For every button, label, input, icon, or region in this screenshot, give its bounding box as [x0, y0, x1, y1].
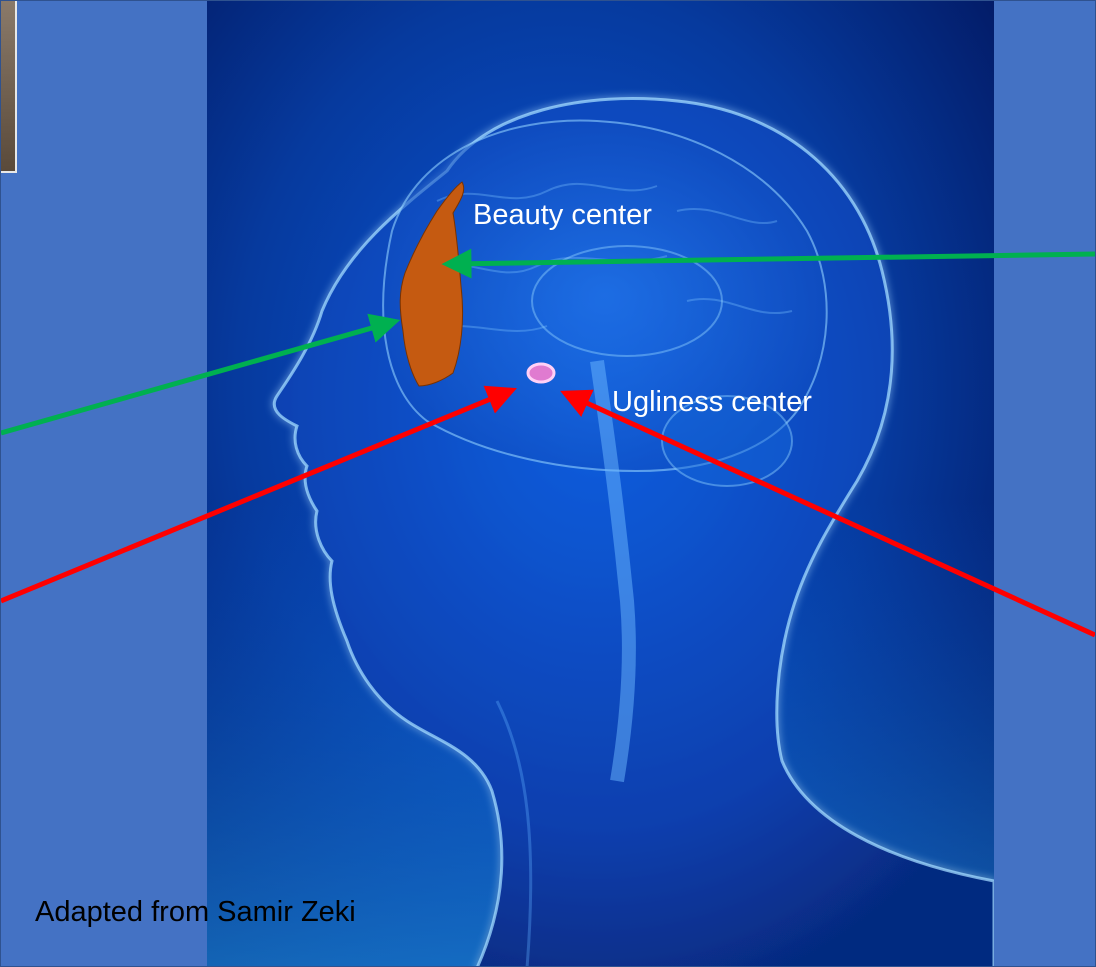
beauty-arrow-from-right [449, 254, 1095, 264]
ugliness-arrow-from-right [567, 394, 1095, 635]
beauty-arrow-from-left [1, 322, 393, 433]
ugliness-center-region [528, 364, 554, 382]
beauty-center-region [400, 182, 463, 386]
ugliness-arrow-from-left [1, 391, 510, 601]
